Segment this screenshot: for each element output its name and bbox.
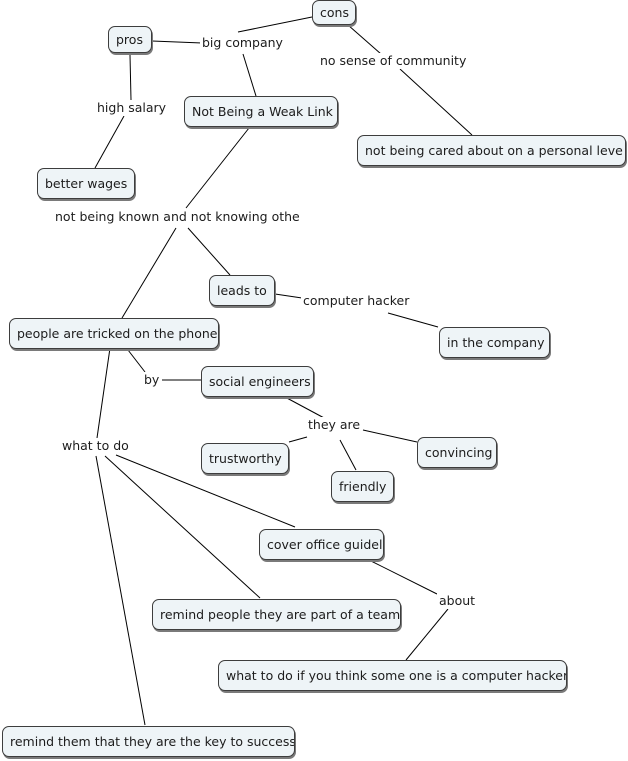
concept-cover-office-guidelines[interactable]: cover office guidelines [259, 529, 384, 560]
link-not-being-known: not being known and not knowing othe [53, 209, 309, 225]
link-what-to-do: what to do [60, 438, 131, 454]
concept-leads-to[interactable]: leads to [209, 275, 275, 306]
concept-cons[interactable]: cons [312, 0, 356, 25]
connector [368, 559, 438, 595]
connector [115, 454, 296, 528]
concept-remind-key-to-success[interactable]: remind them that they are the key to suc… [2, 726, 295, 757]
concept-pros[interactable]: pros [108, 26, 152, 53]
concept-trustworthy[interactable]: trustworthy [201, 443, 289, 474]
connector [288, 436, 308, 443]
connector [127, 349, 146, 373]
concept-social-engineers[interactable]: social engineers [201, 366, 314, 397]
connector [95, 455, 146, 726]
link-no-sense-of-community: no sense of community [318, 53, 466, 69]
connector [399, 68, 473, 136]
connector [129, 54, 132, 101]
concept-better-wages[interactable]: better wages [37, 168, 135, 199]
connector [274, 293, 303, 299]
connector [185, 127, 250, 209]
concept-convincing[interactable]: convincing [417, 437, 497, 468]
link-big-company: big company [200, 35, 285, 51]
connector [387, 312, 439, 328]
concept-friendly[interactable]: friendly [331, 471, 394, 502]
connector [405, 608, 449, 661]
connector [237, 16, 313, 33]
concept-what-to-do-if-hacker[interactable]: what to do if you think some one is a co… [218, 660, 567, 691]
concept-not-being-cared-about[interactable]: not being cared about on a personal leve [357, 135, 626, 166]
connector [242, 53, 257, 97]
link-about: about [437, 593, 478, 609]
link-by: by [142, 372, 162, 388]
connector [362, 429, 418, 443]
connector [347, 24, 382, 55]
connector [94, 115, 125, 169]
concept-not-being-a-weak-link[interactable]: Not Being a Weak Link [184, 96, 338, 127]
link-high-salary: high salary [95, 100, 169, 116]
connector [151, 40, 203, 44]
concept-remind-people-team[interactable]: remind people they are part of a team [152, 599, 401, 630]
connector [187, 227, 231, 276]
connector [284, 396, 327, 420]
concept-people-are-tricked[interactable]: people are tricked on the phone [9, 318, 219, 349]
connector [121, 227, 177, 319]
connector [339, 439, 357, 471]
link-they-are: they are [306, 417, 363, 433]
link-computer-hacker: computer hacker [301, 293, 411, 309]
connector [96, 347, 111, 439]
concept-in-the-company[interactable]: in the company [439, 327, 550, 358]
connector [104, 455, 261, 599]
